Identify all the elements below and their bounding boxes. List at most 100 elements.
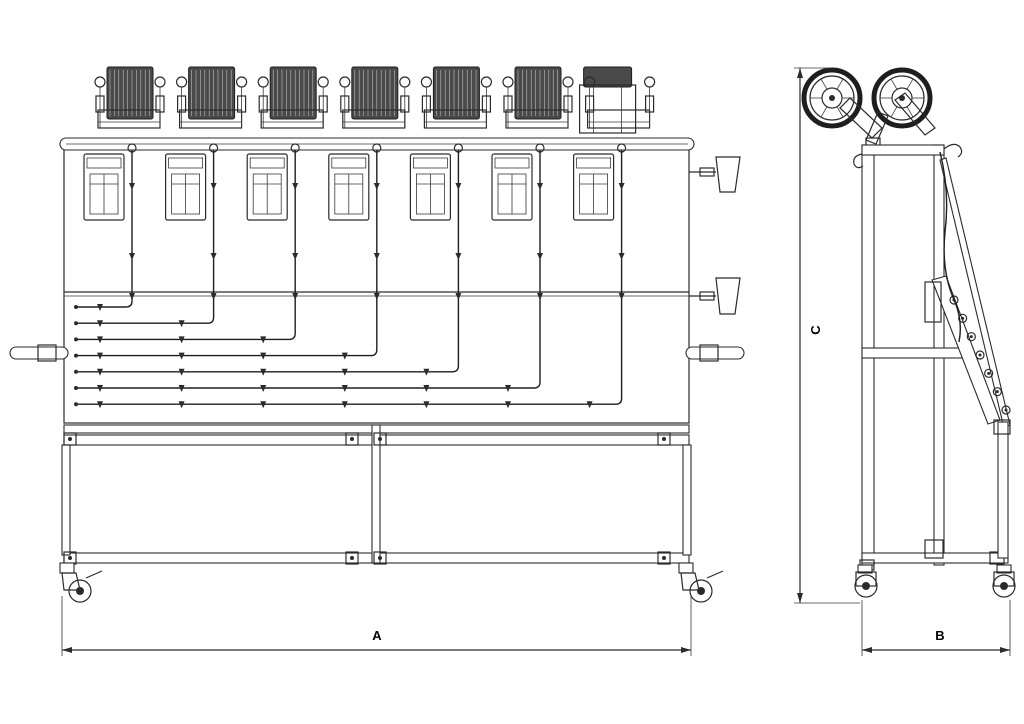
- reel-unit: [74, 66, 411, 360]
- cable-clip: [260, 368, 267, 376]
- cable-clip: [341, 401, 348, 409]
- cable-clip: [178, 336, 185, 344]
- frame-joint: [345, 432, 359, 446]
- side-front-caster: [854, 564, 878, 598]
- reel-unit: [74, 66, 574, 392]
- cable-clip: [210, 253, 217, 260]
- cable-clip: [505, 401, 511, 409]
- cable-reel: [188, 66, 236, 120]
- reel-knob: [480, 76, 492, 88]
- left-side-handle: [9, 344, 69, 362]
- cable-clip: [537, 293, 543, 300]
- cable-clip: [618, 183, 625, 190]
- label-window: [409, 153, 451, 221]
- routed-cable: [76, 298, 541, 389]
- cable-clip: [260, 385, 267, 392]
- reel-knob: [399, 76, 411, 88]
- cable-clip: [455, 253, 462, 260]
- cable-clip: [210, 183, 217, 190]
- front-view: A: [9, 66, 745, 656]
- frame-joint: [657, 432, 671, 446]
- reel-knob: [154, 76, 166, 88]
- cable-clip: [292, 183, 299, 190]
- rack-clip: [949, 295, 959, 305]
- right-side-handle: [685, 344, 745, 362]
- reel-knob: [339, 76, 351, 88]
- rack-clip: [975, 350, 985, 360]
- front-left-caster: [59, 562, 103, 603]
- cable-clip: [423, 385, 430, 392]
- label-window: [491, 153, 533, 221]
- dimension-b: B: [861, 600, 1011, 656]
- cable-clip: [178, 320, 185, 328]
- frame-joint: [345, 551, 359, 565]
- reel-knob: [176, 76, 188, 88]
- cable-clip: [292, 293, 299, 300]
- cable-clip: [129, 253, 135, 260]
- label-window: [83, 153, 125, 221]
- cable-clip: [129, 183, 135, 190]
- label-window: [572, 153, 615, 221]
- dimension-c-label: C: [808, 325, 823, 335]
- lower-frame: [61, 424, 692, 565]
- reel-knob: [562, 76, 574, 88]
- cable-clip: [178, 385, 185, 392]
- cable-clip: [618, 253, 625, 260]
- lower-cup-holder: [689, 277, 741, 315]
- front-right-caster: [678, 562, 724, 603]
- cable-clip: [423, 368, 430, 376]
- cable-clip: [178, 352, 185, 360]
- cable-clip: [210, 293, 217, 300]
- cable-clip: [97, 401, 103, 409]
- reel-unit: [74, 66, 329, 344]
- upper-cup-holder: [689, 156, 741, 193]
- rack-clip: [958, 313, 968, 323]
- cable-clip: [178, 401, 185, 409]
- cable-clip: [97, 304, 103, 311]
- cable-clip: [97, 320, 103, 328]
- cable-clip: [97, 385, 103, 392]
- cable-clip: [423, 401, 430, 409]
- cable-reel: [432, 66, 480, 120]
- frame-joint: [657, 551, 671, 565]
- cable-clip: [341, 385, 348, 392]
- label-window: [328, 153, 370, 221]
- side-view: B C: [794, 67, 1016, 656]
- cable-reel: [583, 66, 633, 88]
- reel-knob: [94, 76, 106, 88]
- reel-unit: [74, 66, 492, 376]
- cable-reel: [514, 66, 562, 120]
- cable-clip: [537, 253, 543, 260]
- side-middle-crossbar: [861, 347, 971, 359]
- reel-knob: [236, 76, 248, 88]
- cable-clip: [537, 183, 543, 190]
- side-cable-reel: [871, 67, 933, 129]
- cable-reel: [351, 66, 399, 120]
- cable-clip: [292, 253, 299, 260]
- cable-clip: [618, 293, 625, 300]
- routed-cable: [76, 298, 296, 341]
- cable-clip: [505, 385, 511, 392]
- frame-joint: [373, 551, 387, 565]
- dimension-a: A: [61, 596, 692, 656]
- frame-joint: [63, 432, 77, 446]
- dimension-c: C: [794, 67, 860, 604]
- cable-reel: [269, 66, 317, 120]
- cable-clip: [586, 401, 593, 409]
- cable-clip: [373, 253, 380, 260]
- routed-cable: [76, 298, 623, 405]
- cable-clip: [455, 293, 462, 300]
- routed-cable: [76, 298, 460, 373]
- cable-clip: [97, 368, 103, 376]
- rack-clip: [992, 387, 1002, 397]
- cable-clip: [373, 183, 380, 190]
- cable-clip: [260, 336, 267, 344]
- cable-clip: [341, 368, 348, 376]
- cable-clip: [455, 183, 462, 190]
- side-rear-caster: [992, 564, 1016, 598]
- rack-clip: [984, 368, 994, 378]
- routed-cable: [76, 298, 215, 324]
- cable-clip: [373, 293, 380, 300]
- cable-clip: [260, 401, 267, 409]
